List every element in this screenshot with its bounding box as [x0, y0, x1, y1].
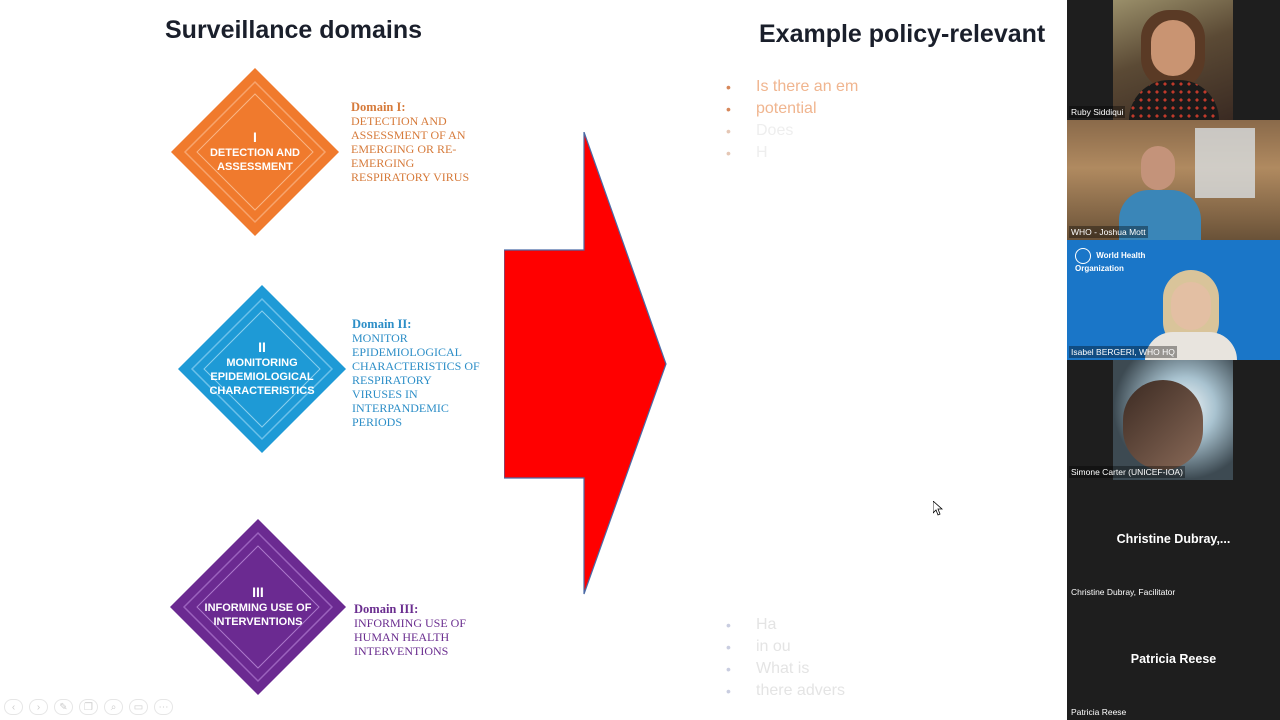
pen-icon[interactable]: ✎ [54, 699, 73, 715]
domain-2-description: Domain II: MONITOR EPIDEMIOLOGICAL CHARA… [352, 317, 482, 429]
participant-video [1113, 360, 1233, 480]
forward-icon[interactable]: › [29, 699, 48, 715]
more-icon[interactable]: ⋯ [154, 699, 173, 715]
bullet-item: What is [726, 658, 906, 680]
bullet-list-bottom: Ha in ou What is there advers [726, 614, 906, 702]
domain-3-label: INFORMING USE OF INTERVENTIONS [204, 601, 312, 629]
shared-slide: Surveillance domains Example policy-rele… [0, 0, 1067, 720]
participant-name: Christine Dubray, Facilitator [1069, 586, 1177, 598]
screen-icon[interactable]: ▭ [129, 699, 148, 715]
bullet-item: Ha [726, 614, 906, 636]
domain-1-numeral: I [253, 130, 257, 144]
mouse-cursor-icon [933, 501, 943, 517]
domain-3-description: Domain III: INFORMING USE OF HUMAN HEALT… [354, 602, 484, 658]
participant-tile[interactable]: World Health Organization Isabel BERGERI… [1067, 240, 1280, 360]
domain-2-text: MONITOR EPIDEMIOLOGICAL CHARACTERISTICS … [352, 331, 482, 429]
back-icon[interactable]: ‹ [4, 699, 23, 715]
participant-name: Isabel BERGERI, WHO HQ [1069, 346, 1177, 358]
slideshow-toolbar: ‹ › ✎ ❐ ⌕ ▭ ⋯ [4, 699, 173, 715]
participant-name: Patricia Reese [1069, 706, 1128, 718]
bullet-continuation: in ou [726, 636, 906, 658]
domain-1-text: DETECTION AND ASSESSMENT OF AN EMERGING … [351, 114, 481, 184]
domain-3-diamond: III INFORMING USE OF INTERVENTIONS [170, 519, 338, 687]
bullet-item: Is there an em [726, 76, 906, 98]
bullet-item: Does [726, 120, 906, 142]
participant-name: WHO - Joshua Mott [1069, 226, 1148, 238]
participant-name: Simone Carter (UNICEF-IOA) [1069, 466, 1185, 478]
participant-display-name: Christine Dubray,... [1067, 532, 1280, 546]
domain-3-name: Domain III: [354, 602, 484, 616]
participant-tile[interactable]: Simone Carter (UNICEF-IOA) [1067, 360, 1280, 480]
participant-video: World Health Organization [1067, 240, 1280, 360]
domain-2-label: MONITORING EPIDEMIOLOGICAL CHARACTERISTI… [209, 356, 314, 398]
red-arrow-icon [504, 132, 668, 596]
bullet-list-top: Is there an em potential Does H [726, 76, 906, 164]
participant-tile[interactable]: WHO - Joshua Mott [1067, 120, 1280, 240]
bullet-continuation: potential [726, 98, 906, 120]
domain-2-diamond: II MONITORING EPIDEMIOLOGICAL CHARACTERI… [178, 285, 346, 453]
bullet-item: H [726, 142, 906, 164]
slide-title-left: Surveillance domains [165, 16, 422, 45]
who-logo-icon: World Health Organization [1075, 248, 1155, 273]
participant-display-name: Patricia Reese [1067, 652, 1280, 666]
participant-tile[interactable]: Ruby Siddiqui [1067, 0, 1280, 120]
domain-1-label: DETECTION AND ASSESSMENT [205, 146, 305, 174]
slide-title-right: Example policy-relevant [759, 20, 1045, 49]
domain-1-description: Domain I: DETECTION AND ASSESSMENT OF AN… [351, 100, 481, 184]
bullet-continuation: there advers [726, 680, 906, 702]
domain-3-text: INFORMING USE OF HUMAN HEALTH INTERVENTI… [354, 616, 484, 658]
copy-icon[interactable]: ❐ [79, 699, 98, 715]
participant-tile[interactable]: Patricia Reese Patricia Reese [1067, 600, 1280, 720]
participant-video [1067, 120, 1280, 240]
participant-name: Ruby Siddiqui [1069, 106, 1125, 118]
participant-tile[interactable]: Christine Dubray,... Christine Dubray, F… [1067, 480, 1280, 600]
domain-3-numeral: III [252, 585, 264, 599]
zoom-icon[interactable]: ⌕ [104, 699, 123, 715]
participants-panel: Ruby Siddiqui WHO - Joshua Mott World He… [1067, 0, 1280, 720]
domain-1-diamond: I DETECTION AND ASSESSMENT [171, 68, 339, 236]
participant-video [1113, 0, 1233, 120]
domain-2-name: Domain II: [352, 317, 482, 331]
domain-1-name: Domain I: [351, 100, 481, 114]
domain-2-numeral: II [258, 340, 266, 354]
